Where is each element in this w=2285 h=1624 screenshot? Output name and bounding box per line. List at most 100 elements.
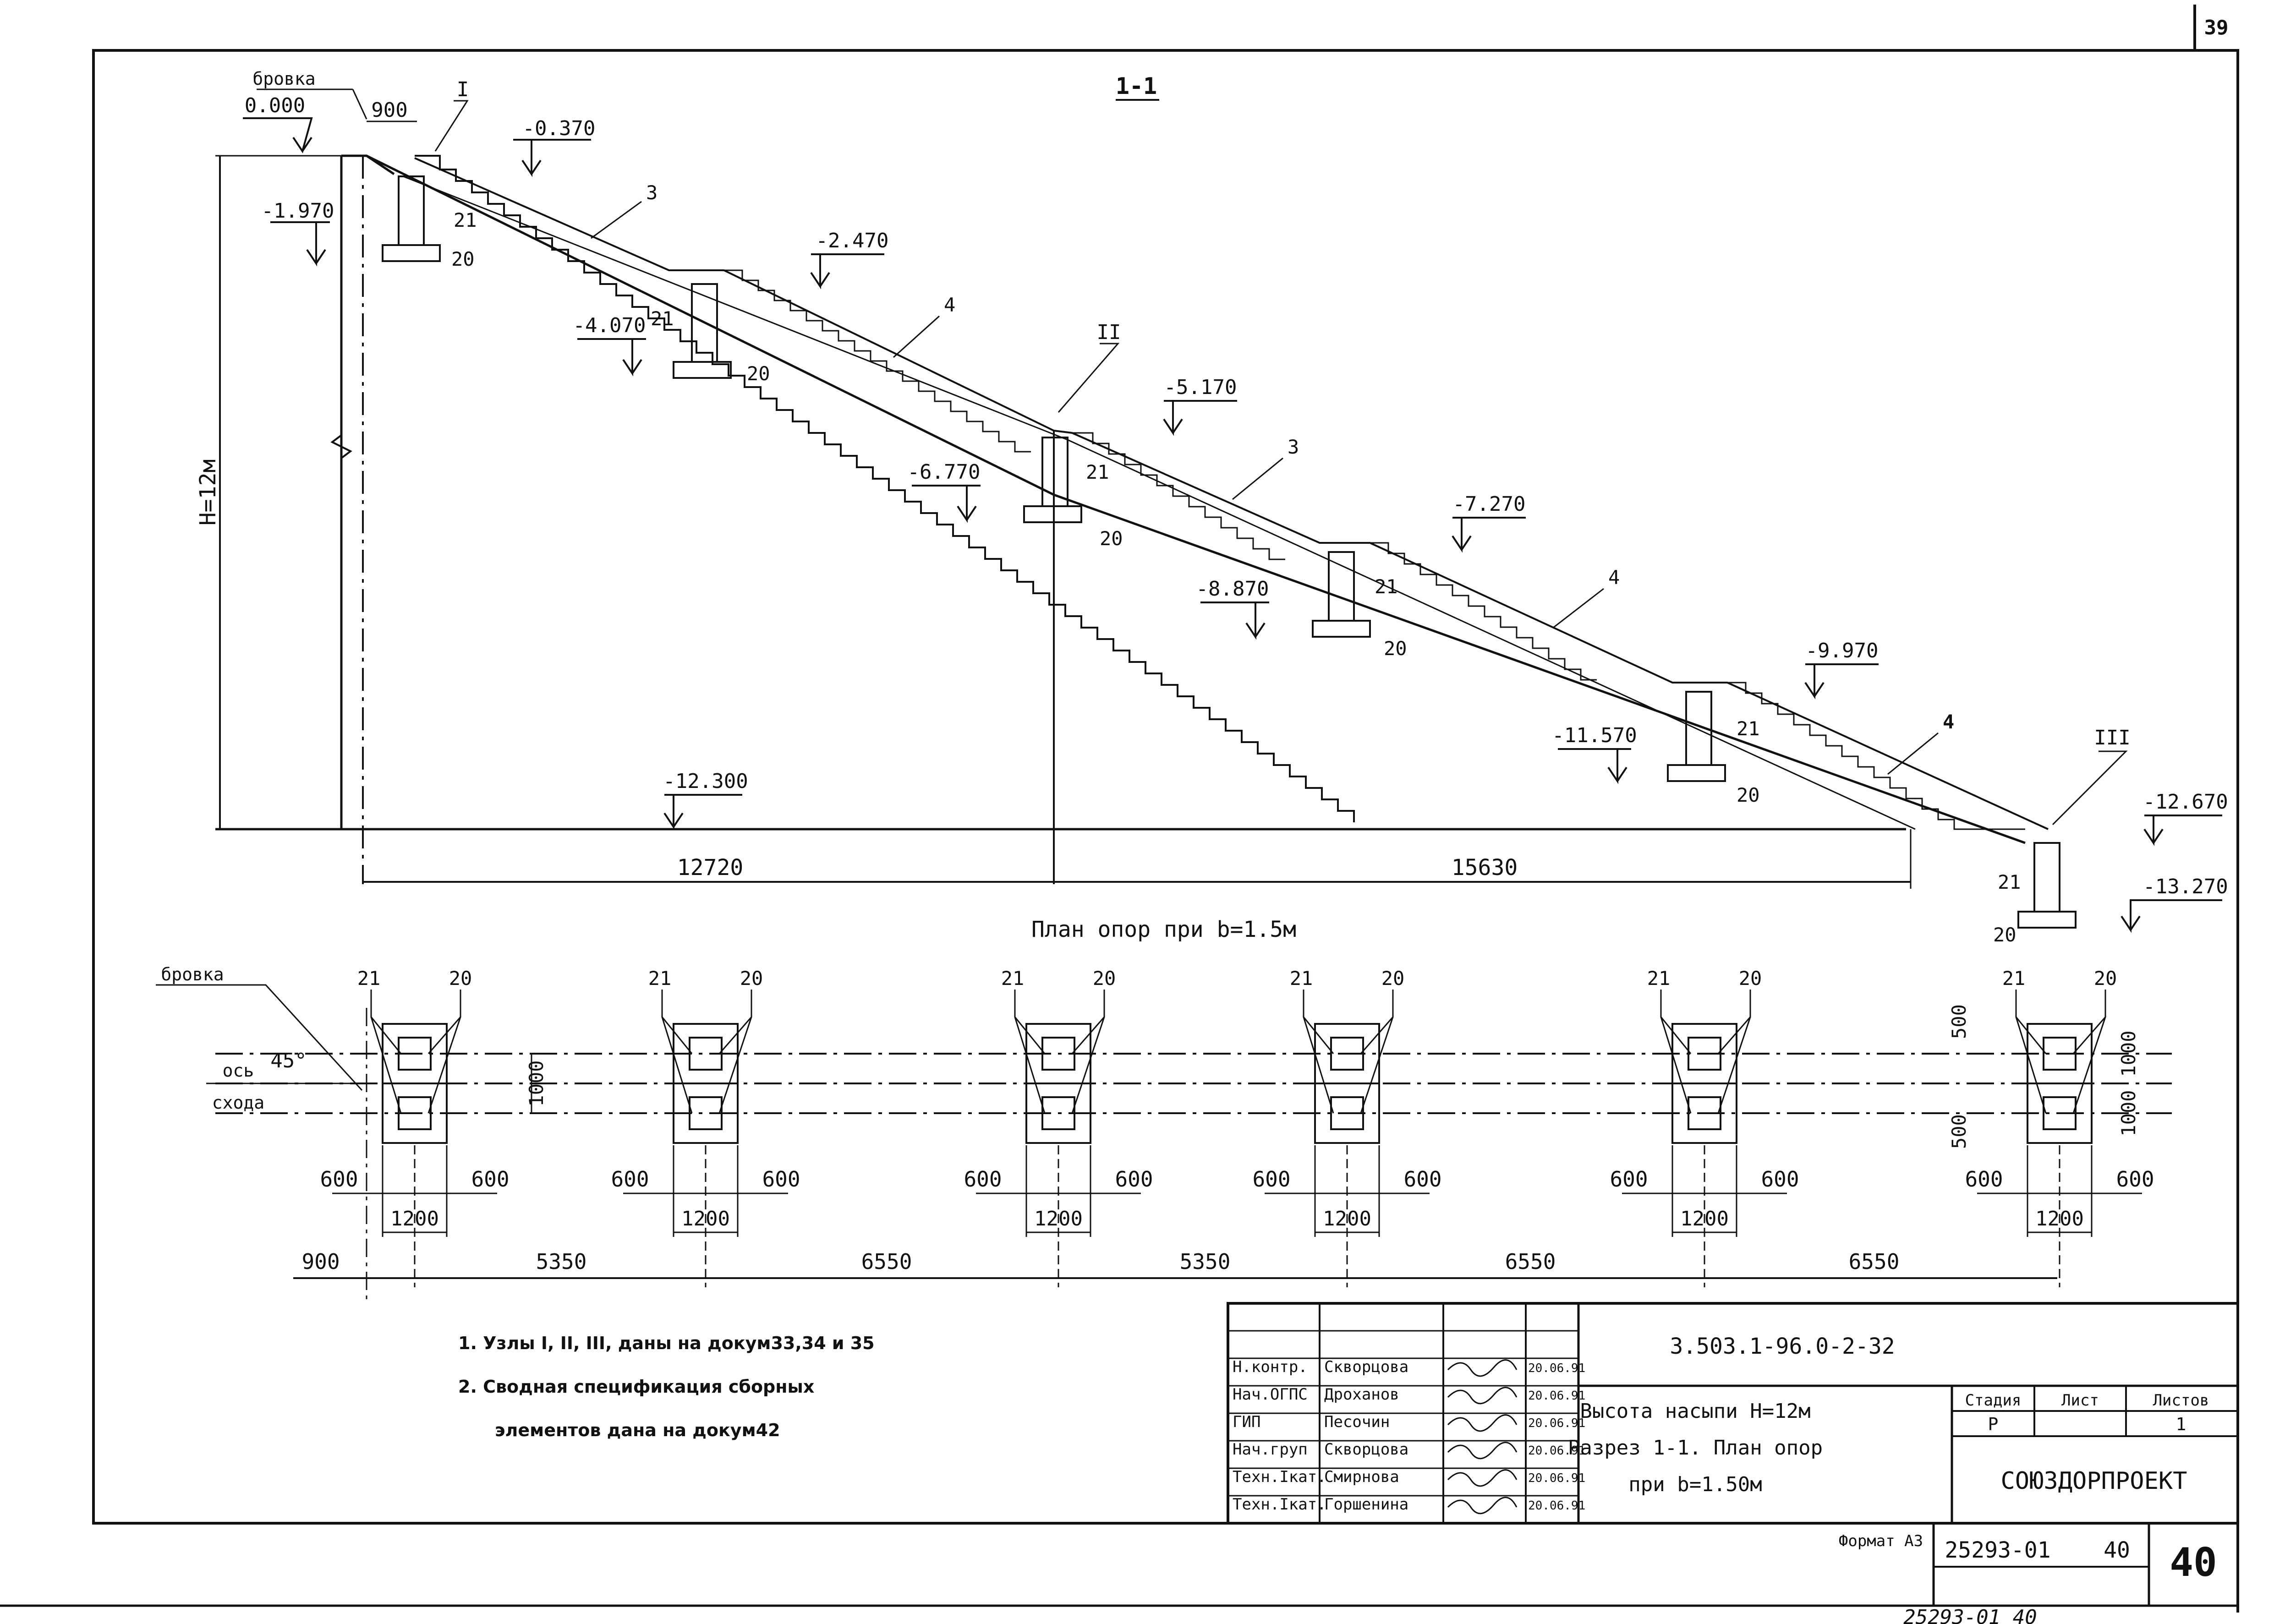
elev-4: -4.070 (573, 314, 646, 337)
spacing-1: 5350 (536, 1249, 587, 1274)
stair-profile (415, 155, 1355, 822)
signature-name: Дроханов (1324, 1385, 1399, 1404)
elev-2: -1.970 (262, 199, 334, 223)
pos-21-a: 21 (454, 209, 477, 231)
signature-role: Нач.груп (1233, 1440, 1308, 1459)
plan-dim-600-right-1: 600 (471, 1167, 509, 1192)
pos-21-f: 21 (1998, 871, 2021, 893)
plan-dim-600-left-5: 600 (1610, 1167, 1648, 1192)
plan-pos-20-6: 20 (2094, 967, 2117, 990)
plan-pos-21-2: 21 (648, 967, 672, 990)
signature-name: Песочин (1324, 1413, 1390, 1431)
desc-line-1: Высота насыпи Н=12м (1580, 1400, 1810, 1423)
signature-role: ГИП (1233, 1413, 1260, 1431)
signature-date: 20.06.91 (1528, 1471, 1585, 1485)
angle-45: 45° (270, 1049, 307, 1072)
dim-1000-b: 1000 (2117, 1090, 2140, 1136)
pos-20-d: 20 (1384, 637, 1407, 660)
axis-label-1: ось (223, 1061, 254, 1081)
desc-line-3: при b=1.50м (1628, 1473, 1762, 1496)
dim-900-top: 900 (371, 98, 407, 122)
plan-support-4 (1265, 990, 1430, 1287)
plan-dim-1200-1: 1200 (390, 1207, 439, 1230)
support-5 (1667, 691, 1726, 782)
stage-label: Стадия (1965, 1391, 2022, 1410)
signature-row: Техн.Iкат.Смирнова 20.06.91 (1233, 1468, 1585, 1487)
support-2 (673, 283, 732, 379)
note-1: 1. Узлы I, II, III, даны на докум33,34 и… (458, 1333, 875, 1353)
handwritten-signature (1447, 1414, 1518, 1432)
plan-pos-20-2: 20 (740, 967, 763, 990)
plan-pos-20-3: 20 (1093, 967, 1116, 990)
doc-code: 3.503.1-96.0-2-32 (1670, 1334, 1895, 1359)
plan-support-6 (1977, 990, 2142, 1287)
node-label-1: I (457, 78, 469, 101)
signature-name: Горшенина (1324, 1495, 1408, 1514)
plan-dim-600-left-2: 600 (611, 1167, 649, 1192)
stair-stringers (366, 154, 2049, 844)
plan-title: План опор при b=1.5м (1031, 917, 1296, 942)
plan-pos-20-1: 20 (449, 967, 472, 990)
plan-pos-21-6: 21 (2002, 967, 2026, 990)
spacing-4: 6550 (1505, 1249, 1556, 1274)
pos-21-c: 21 (1086, 461, 1109, 483)
signature-role: Н.контр. (1233, 1358, 1308, 1376)
plan-pos-21-3: 21 (1001, 967, 1025, 990)
plan-dim-1200-5: 1200 (1680, 1207, 1729, 1230)
handwritten-signature (1447, 1359, 1518, 1377)
stamp-row: Формат А3 25293-01 40 40 25293-01 40 (1839, 1523, 2217, 1624)
spacing-2: 6550 (861, 1249, 912, 1274)
plan-dim-1200-2: 1200 (681, 1207, 730, 1230)
inventory-number: 25293-01 (1945, 1537, 2050, 1563)
signature-name: Смирнова (1324, 1468, 1399, 1486)
signature-date: 20.06.91 (1528, 1389, 1585, 1403)
inventory-sheet: 40 (2104, 1537, 2130, 1563)
pos-4-a: 4 (944, 294, 955, 316)
plan-dim-1200-6: 1200 (2035, 1207, 2084, 1230)
handwritten-signature (1447, 1469, 1518, 1487)
dim-12720: 12720 (677, 855, 744, 880)
elev-6: -6.770 (908, 460, 981, 484)
plan-pos-21-4: 21 (1290, 967, 1313, 990)
bottom-scrawl: 25293-01 40 (1903, 1606, 2037, 1624)
plan-pos-20-4: 20 (1381, 967, 1405, 990)
signature-role: Техн.Iкат. (1233, 1468, 1326, 1486)
elevation-marks: 0.000 -0.370 -1.970 -2.470 -4.070 -5.170… (243, 94, 2228, 933)
plan-dim-600-left-6: 600 (1965, 1167, 2003, 1192)
pos-21-e: 21 (1737, 717, 1760, 740)
support-1 (382, 175, 441, 262)
dim-1000-a: 1000 (2117, 1030, 2140, 1077)
format-label: Формат А3 (1839, 1532, 1923, 1550)
height-label: Н=12м (195, 459, 221, 526)
signature-role: Техн.Iкат. (1233, 1495, 1326, 1514)
elev-3: -2.470 (816, 229, 889, 252)
plan-dim-600-right-5: 600 (1761, 1167, 1799, 1192)
plan-dimensions: 21 20 600 600 1200 21 20 600 600 1200 21 20 600 600 12… (320, 967, 2154, 1230)
elev-13: -13.270 (2143, 875, 2228, 898)
spacing-3: 5350 (1180, 1249, 1231, 1274)
dim-1000-c: 1000 (525, 1060, 548, 1106)
title-block (1227, 1302, 2239, 1525)
signature-date: 20.06.91 (1528, 1416, 1585, 1430)
signature-row: ГИП Песочин 20.06.91 (1233, 1413, 1585, 1432)
handwritten-signature (1447, 1497, 1518, 1515)
dim-500-b: 500 (1948, 1114, 1970, 1149)
handwritten-signature (1447, 1442, 1518, 1460)
plan-support-3 (976, 990, 1141, 1287)
plan-support-1 (332, 990, 497, 1287)
plan-pos-20-5: 20 (1739, 967, 1762, 990)
pos-21-d: 21 (1375, 575, 1398, 598)
plan-support-5 (1622, 990, 1787, 1287)
plan-dim-600-right-4: 600 (1403, 1167, 1441, 1192)
signature-date: 20.06.91 (1528, 1444, 1585, 1458)
position-labels: 21 20 3 21 20 4 21 20 3 21 20 4 21 20 4 … (451, 181, 2021, 946)
stage-value: Р (1988, 1414, 1999, 1434)
elev-5: -5.170 (1164, 376, 1237, 399)
plan-support-2 (623, 990, 788, 1287)
plan-pos-21-1: 21 (357, 967, 381, 990)
brovka-label-top: бровка (252, 69, 315, 89)
